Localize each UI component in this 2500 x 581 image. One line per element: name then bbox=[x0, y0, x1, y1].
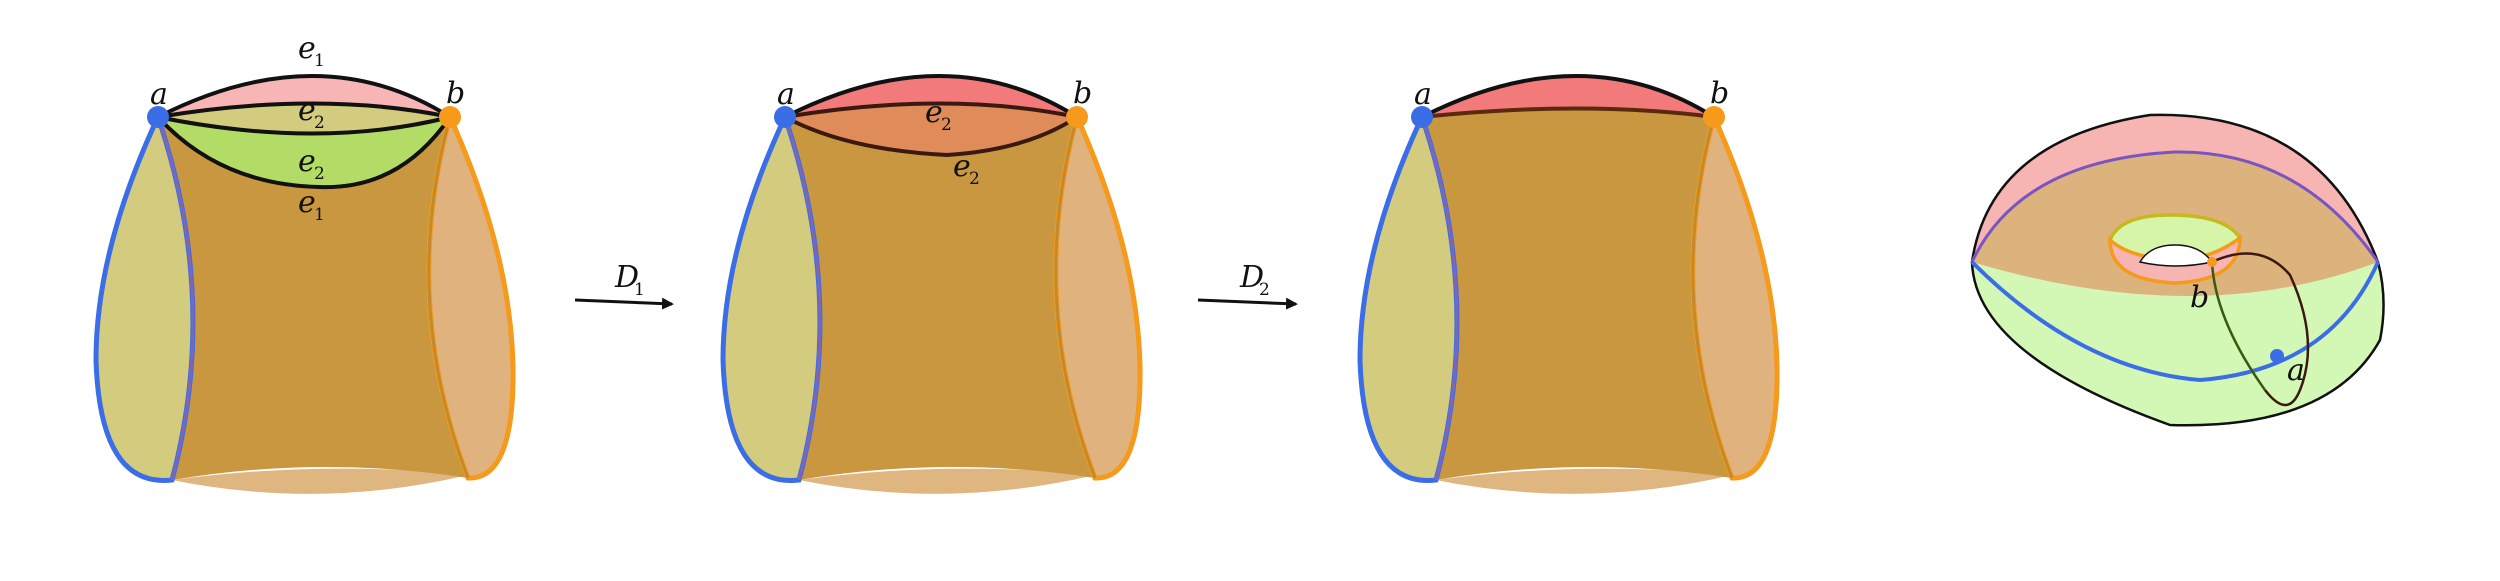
torus-blue-circle bbox=[1970, 260, 2380, 383]
bottom-disk bbox=[799, 468, 1095, 494]
torus-loop-back bbox=[2211, 252, 2310, 407]
arrow-d1-sub: 1 bbox=[634, 280, 645, 300]
edge-merged bbox=[1421, 106, 1715, 119]
arrow-d2-label: D bbox=[1239, 260, 1264, 295]
sub-e-lower: 2 bbox=[969, 169, 980, 189]
edge-e2-upper bbox=[784, 101, 1078, 119]
label-e-lower: e bbox=[298, 144, 316, 179]
right-petal-inner-edge bbox=[427, 116, 470, 479]
label-a: a bbox=[1414, 77, 1432, 112]
label-e-lower: e bbox=[953, 149, 971, 184]
sub-e-bottom: 1 bbox=[314, 205, 325, 225]
arrow-d1-line bbox=[574, 297, 674, 310]
arrow-d2-line bbox=[1197, 297, 1298, 310]
edge-e2-upper bbox=[157, 101, 451, 119]
edge-e1-top bbox=[157, 74, 452, 119]
bottom-disk bbox=[172, 468, 468, 494]
torus-outer-top-edge bbox=[1970, 113, 2380, 263]
label-b: b bbox=[1073, 76, 1092, 111]
bottom-disk bbox=[1436, 468, 1732, 494]
sub-e-lower: 2 bbox=[314, 164, 325, 184]
label-a: a bbox=[150, 77, 168, 112]
panel-1: a b e 1 e 2 e 2 e 1 bbox=[93, 31, 516, 494]
left-petal-inner-edge bbox=[156, 116, 195, 481]
label-a: a bbox=[777, 77, 795, 112]
torus-label-a: a bbox=[2287, 353, 2305, 388]
vertex-b-dot bbox=[1066, 106, 1088, 128]
edge-top bbox=[784, 74, 1079, 119]
torus-bottom-band bbox=[1972, 262, 2384, 426]
main-body bbox=[158, 117, 468, 480]
label-e-upper: e bbox=[298, 93, 316, 128]
label-e-top: e bbox=[298, 31, 316, 66]
label-e-upper: e bbox=[925, 95, 943, 130]
label-b: b bbox=[1710, 76, 1729, 111]
main-body bbox=[1422, 108, 1732, 480]
label-e-bottom: e bbox=[298, 185, 316, 220]
face-green bbox=[158, 117, 450, 188]
torus-vertex-b-dot bbox=[2207, 257, 2217, 267]
vertex-a-dot bbox=[147, 106, 169, 128]
torus: a b bbox=[1970, 113, 2385, 427]
vertex-b-dot bbox=[439, 106, 461, 128]
arrow-d2-sub: 2 bbox=[1259, 280, 1270, 300]
arrow-d1-label: D bbox=[614, 260, 639, 295]
torus-top-surface bbox=[1972, 114, 2378, 263]
torus-hole-white bbox=[2138, 244, 2214, 267]
sub-e-top: 1 bbox=[314, 51, 325, 71]
torus-loop-front bbox=[2210, 261, 2267, 391]
right-petal-inner-edge bbox=[1054, 116, 1097, 479]
face-olive bbox=[158, 103, 450, 134]
torus-vertex-a-dot bbox=[2270, 349, 2284, 363]
torus-inner-purple-circle bbox=[1970, 150, 2380, 263]
vertex-a-dot bbox=[774, 106, 796, 128]
torus-outer-bottom-edge bbox=[1970, 261, 2385, 427]
edge-e2-lower bbox=[157, 115, 451, 136]
arrow-d1: D 1 bbox=[574, 260, 674, 310]
edge-e1-bottom bbox=[156, 115, 452, 190]
label-b: b bbox=[446, 76, 465, 111]
sub-e-upper: 2 bbox=[314, 113, 325, 133]
sub-e-upper: 2 bbox=[941, 115, 952, 135]
vertex-b-dot bbox=[1703, 106, 1725, 128]
torus-label-b: b bbox=[2190, 280, 2209, 315]
main-body bbox=[785, 117, 1095, 480]
left-petal-inner-edge bbox=[783, 116, 822, 481]
left-petal-inner-edge bbox=[1420, 116, 1459, 481]
panel-3: a b bbox=[1357, 74, 1780, 494]
vertex-a-dot bbox=[1411, 106, 1433, 128]
edge-top bbox=[1421, 74, 1716, 119]
right-petal-inner-edge bbox=[1691, 116, 1734, 479]
panel-2: a b e 2 e 2 bbox=[720, 74, 1143, 494]
arrow-d2: D 2 bbox=[1197, 260, 1298, 310]
edge-e2-lower bbox=[784, 115, 1079, 158]
